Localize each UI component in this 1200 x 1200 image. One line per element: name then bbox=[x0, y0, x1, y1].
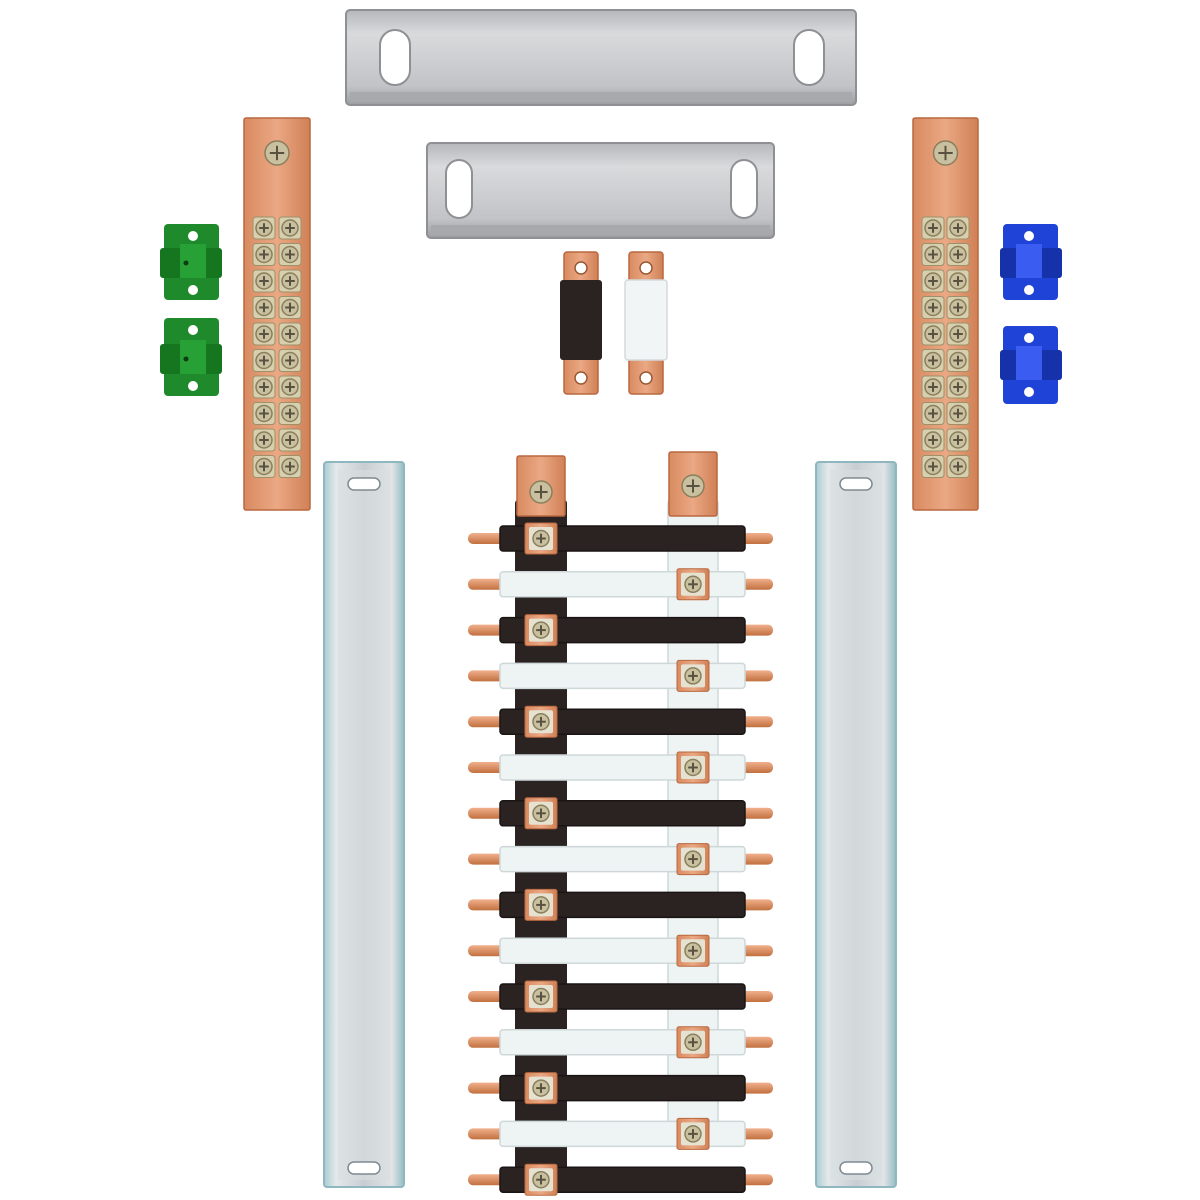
busbar-branch-black bbox=[468, 1163, 773, 1196]
terminal-screw-icon bbox=[949, 325, 967, 343]
copper-terminal-bar-right bbox=[912, 117, 979, 511]
terminal-screw-icon bbox=[949, 351, 967, 370]
branch-screw-icon bbox=[532, 621, 550, 639]
mount-screw-icon bbox=[264, 140, 290, 166]
blue-insulator-top bbox=[1000, 224, 1062, 300]
terminal-screw-icon bbox=[949, 457, 967, 476]
busbar-branch-black bbox=[468, 797, 773, 830]
branch-screw-icon bbox=[684, 1125, 702, 1143]
terminal-screw-icon bbox=[281, 457, 299, 476]
busbar-branch-black bbox=[468, 614, 773, 647]
terminal-screw-icon bbox=[949, 404, 967, 423]
green-insulator-top bbox=[160, 224, 222, 300]
branch-screw-icon bbox=[684, 941, 702, 960]
terminal-screw-icon bbox=[255, 325, 273, 343]
busbar-branch-black bbox=[468, 888, 773, 921]
terminal-screw-icon bbox=[949, 245, 967, 264]
branch-screw-icon bbox=[684, 575, 702, 594]
branch-screw-icon bbox=[532, 1079, 550, 1097]
busbar-branch-white bbox=[468, 843, 773, 876]
terminal-screw-icon bbox=[281, 272, 299, 290]
din-rail-right bbox=[815, 461, 897, 1188]
terminal-screw-icon bbox=[255, 431, 273, 449]
busbar-branch-white bbox=[468, 568, 773, 601]
terminal-screw-icon bbox=[255, 219, 273, 237]
terminal-screw-icon bbox=[924, 351, 942, 370]
terminal-screw-icon bbox=[924, 457, 942, 476]
terminal-screw-icon bbox=[255, 298, 273, 317]
terminal-screw-icon bbox=[255, 457, 273, 476]
branch-screw-icon bbox=[532, 529, 550, 548]
terminal-screw-icon bbox=[924, 325, 942, 343]
jumper-white bbox=[624, 251, 668, 395]
terminal-screw-icon bbox=[924, 378, 942, 396]
terminal-screw-icon bbox=[281, 351, 299, 370]
terminal-screw-icon bbox=[281, 431, 299, 449]
tab-screw-icon bbox=[681, 474, 705, 498]
terminal-screw-icon bbox=[255, 404, 273, 423]
branch-screw-icon bbox=[532, 712, 550, 731]
green-insulator-bottom bbox=[160, 318, 222, 396]
busbar-branch-black bbox=[468, 705, 773, 738]
terminal-screw-icon bbox=[281, 325, 299, 343]
terminal-screw-icon bbox=[281, 378, 299, 396]
aluminum-bracket-middle bbox=[426, 142, 775, 239]
busbar-branch-black bbox=[468, 522, 773, 555]
blue-insulator-bottom bbox=[1000, 326, 1062, 404]
terminal-screw-icon bbox=[281, 245, 299, 264]
busbar-branch-black bbox=[468, 980, 773, 1013]
terminal-screw-icon bbox=[255, 378, 273, 396]
din-rail-left bbox=[323, 461, 405, 1188]
terminal-screw-icon bbox=[255, 351, 273, 370]
terminal-screw-icon bbox=[924, 272, 942, 290]
busbar-branch-white bbox=[468, 934, 773, 967]
tab-screw-icon bbox=[529, 480, 553, 504]
terminal-screw-icon bbox=[949, 431, 967, 449]
jumper-black bbox=[560, 251, 602, 395]
busbar-branch-white bbox=[468, 1117, 773, 1150]
terminal-screw-icon bbox=[949, 298, 967, 317]
terminal-screw-icon bbox=[949, 219, 967, 237]
terminal-screw-icon bbox=[255, 272, 273, 290]
busbar-branch-white bbox=[468, 751, 773, 784]
branch-screw-icon bbox=[684, 1033, 702, 1052]
busbar-branch-black bbox=[468, 1072, 773, 1105]
copper-terminal-bar-left bbox=[243, 117, 311, 511]
terminal-screw-icon bbox=[255, 245, 273, 264]
terminal-screw-icon bbox=[924, 245, 942, 264]
branch-screw-icon bbox=[684, 667, 702, 685]
terminal-screw-icon bbox=[924, 431, 942, 449]
terminal-screw-icon bbox=[281, 219, 299, 237]
branch-screw-icon bbox=[532, 987, 550, 1006]
mount-screw-icon bbox=[932, 140, 959, 166]
branch-screw-icon bbox=[684, 850, 702, 868]
branch-screw-icon bbox=[532, 804, 550, 823]
terminal-screw-icon bbox=[281, 298, 299, 317]
terminal-screw-icon bbox=[949, 378, 967, 396]
terminal-screw-icon bbox=[924, 298, 942, 317]
branch-screw-icon bbox=[532, 1170, 550, 1189]
branch-screw-icon bbox=[532, 896, 550, 914]
busbar-assembly bbox=[468, 451, 773, 1196]
terminal-screw-icon bbox=[924, 219, 942, 237]
terminal-screw-icon bbox=[281, 404, 299, 423]
terminal-screw-icon bbox=[949, 272, 967, 290]
busbar-branch-white bbox=[468, 659, 773, 692]
aluminum-bracket-top bbox=[345, 9, 857, 106]
branch-screw-icon bbox=[684, 758, 702, 777]
terminal-screw-icon bbox=[924, 404, 942, 423]
busbar-branch-white bbox=[468, 1026, 773, 1059]
